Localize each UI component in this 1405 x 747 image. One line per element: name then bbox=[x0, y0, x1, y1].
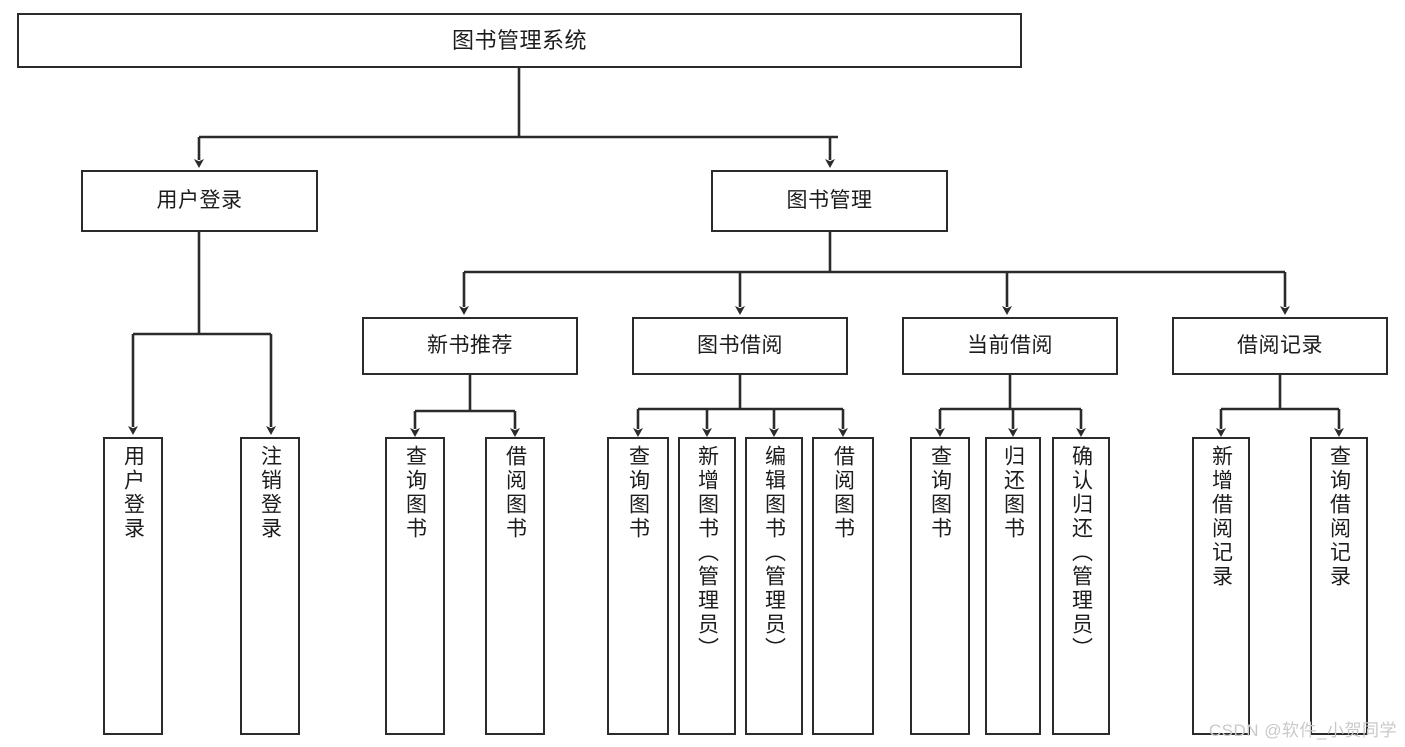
leaf-node-label: 借阅图书 bbox=[503, 445, 527, 541]
leaf-node[interactable]: 查询借阅记录 bbox=[1310, 437, 1368, 735]
leaf-node-label: 借阅图书 bbox=[831, 445, 855, 541]
node-new-book-recommend-label: 新书推荐 bbox=[427, 333, 513, 357]
leaf-node-label: 新增图书（管理员） bbox=[695, 445, 719, 661]
node-borrow-record-label: 借阅记录 bbox=[1237, 333, 1323, 357]
leaf-node[interactable]: 借阅图书 bbox=[485, 437, 545, 735]
leaf-node-label: 注销登录 bbox=[258, 445, 282, 541]
leaf-node[interactable]: 新增借阅记录 bbox=[1192, 437, 1250, 735]
leaf-node[interactable]: 查询图书 bbox=[385, 437, 445, 735]
leaf-node[interactable]: 查询图书 bbox=[607, 437, 669, 735]
leaf-node-label: 确认归还（管理员） bbox=[1069, 445, 1093, 661]
leaf-node[interactable]: 用户登录 bbox=[103, 437, 163, 735]
csdn-watermark: CSDN @软件_小贺同学 bbox=[1208, 721, 1397, 740]
leaf-node[interactable]: 注销登录 bbox=[240, 437, 300, 735]
leaf-node[interactable]: 编辑图书（管理员） bbox=[745, 437, 803, 735]
leaf-node-label: 编辑图书（管理员） bbox=[762, 445, 786, 661]
leaf-node-label: 查询图书 bbox=[626, 445, 650, 541]
leaf-node[interactable]: 新增图书（管理员） bbox=[678, 437, 736, 735]
node-user-login-label: 用户登录 bbox=[156, 188, 243, 212]
node-current-borrow-label: 当前借阅 bbox=[967, 333, 1053, 357]
leaf-node-label: 用户登录 bbox=[121, 445, 145, 541]
node-book-borrow[interactable]: 图书借阅 bbox=[632, 317, 848, 375]
node-root-label: 图书管理系统 bbox=[451, 27, 587, 53]
node-new-book-recommend[interactable]: 新书推荐 bbox=[362, 317, 578, 375]
node-root[interactable]: 图书管理系统 bbox=[17, 13, 1022, 68]
node-book-borrow-label: 图书借阅 bbox=[697, 333, 783, 357]
leaf-node-label: 归还图书 bbox=[1001, 445, 1025, 541]
node-user-login[interactable]: 用户登录 bbox=[81, 170, 318, 232]
leaf-node-label: 查询借阅记录 bbox=[1327, 445, 1351, 589]
node-book-management-label: 图书管理 bbox=[786, 188, 873, 212]
node-book-management[interactable]: 图书管理 bbox=[711, 170, 948, 232]
node-borrow-record[interactable]: 借阅记录 bbox=[1172, 317, 1388, 375]
leaf-node[interactable]: 确认归还（管理员） bbox=[1052, 437, 1110, 735]
leaf-node[interactable]: 归还图书 bbox=[985, 437, 1041, 735]
leaf-node-label: 新增借阅记录 bbox=[1209, 445, 1233, 589]
node-current-borrow[interactable]: 当前借阅 bbox=[902, 317, 1118, 375]
leaf-node[interactable]: 借阅图书 bbox=[812, 437, 874, 735]
leaf-node-label: 查询图书 bbox=[928, 445, 952, 541]
leaf-node-label: 查询图书 bbox=[403, 445, 427, 541]
leaf-node[interactable]: 查询图书 bbox=[910, 437, 970, 735]
